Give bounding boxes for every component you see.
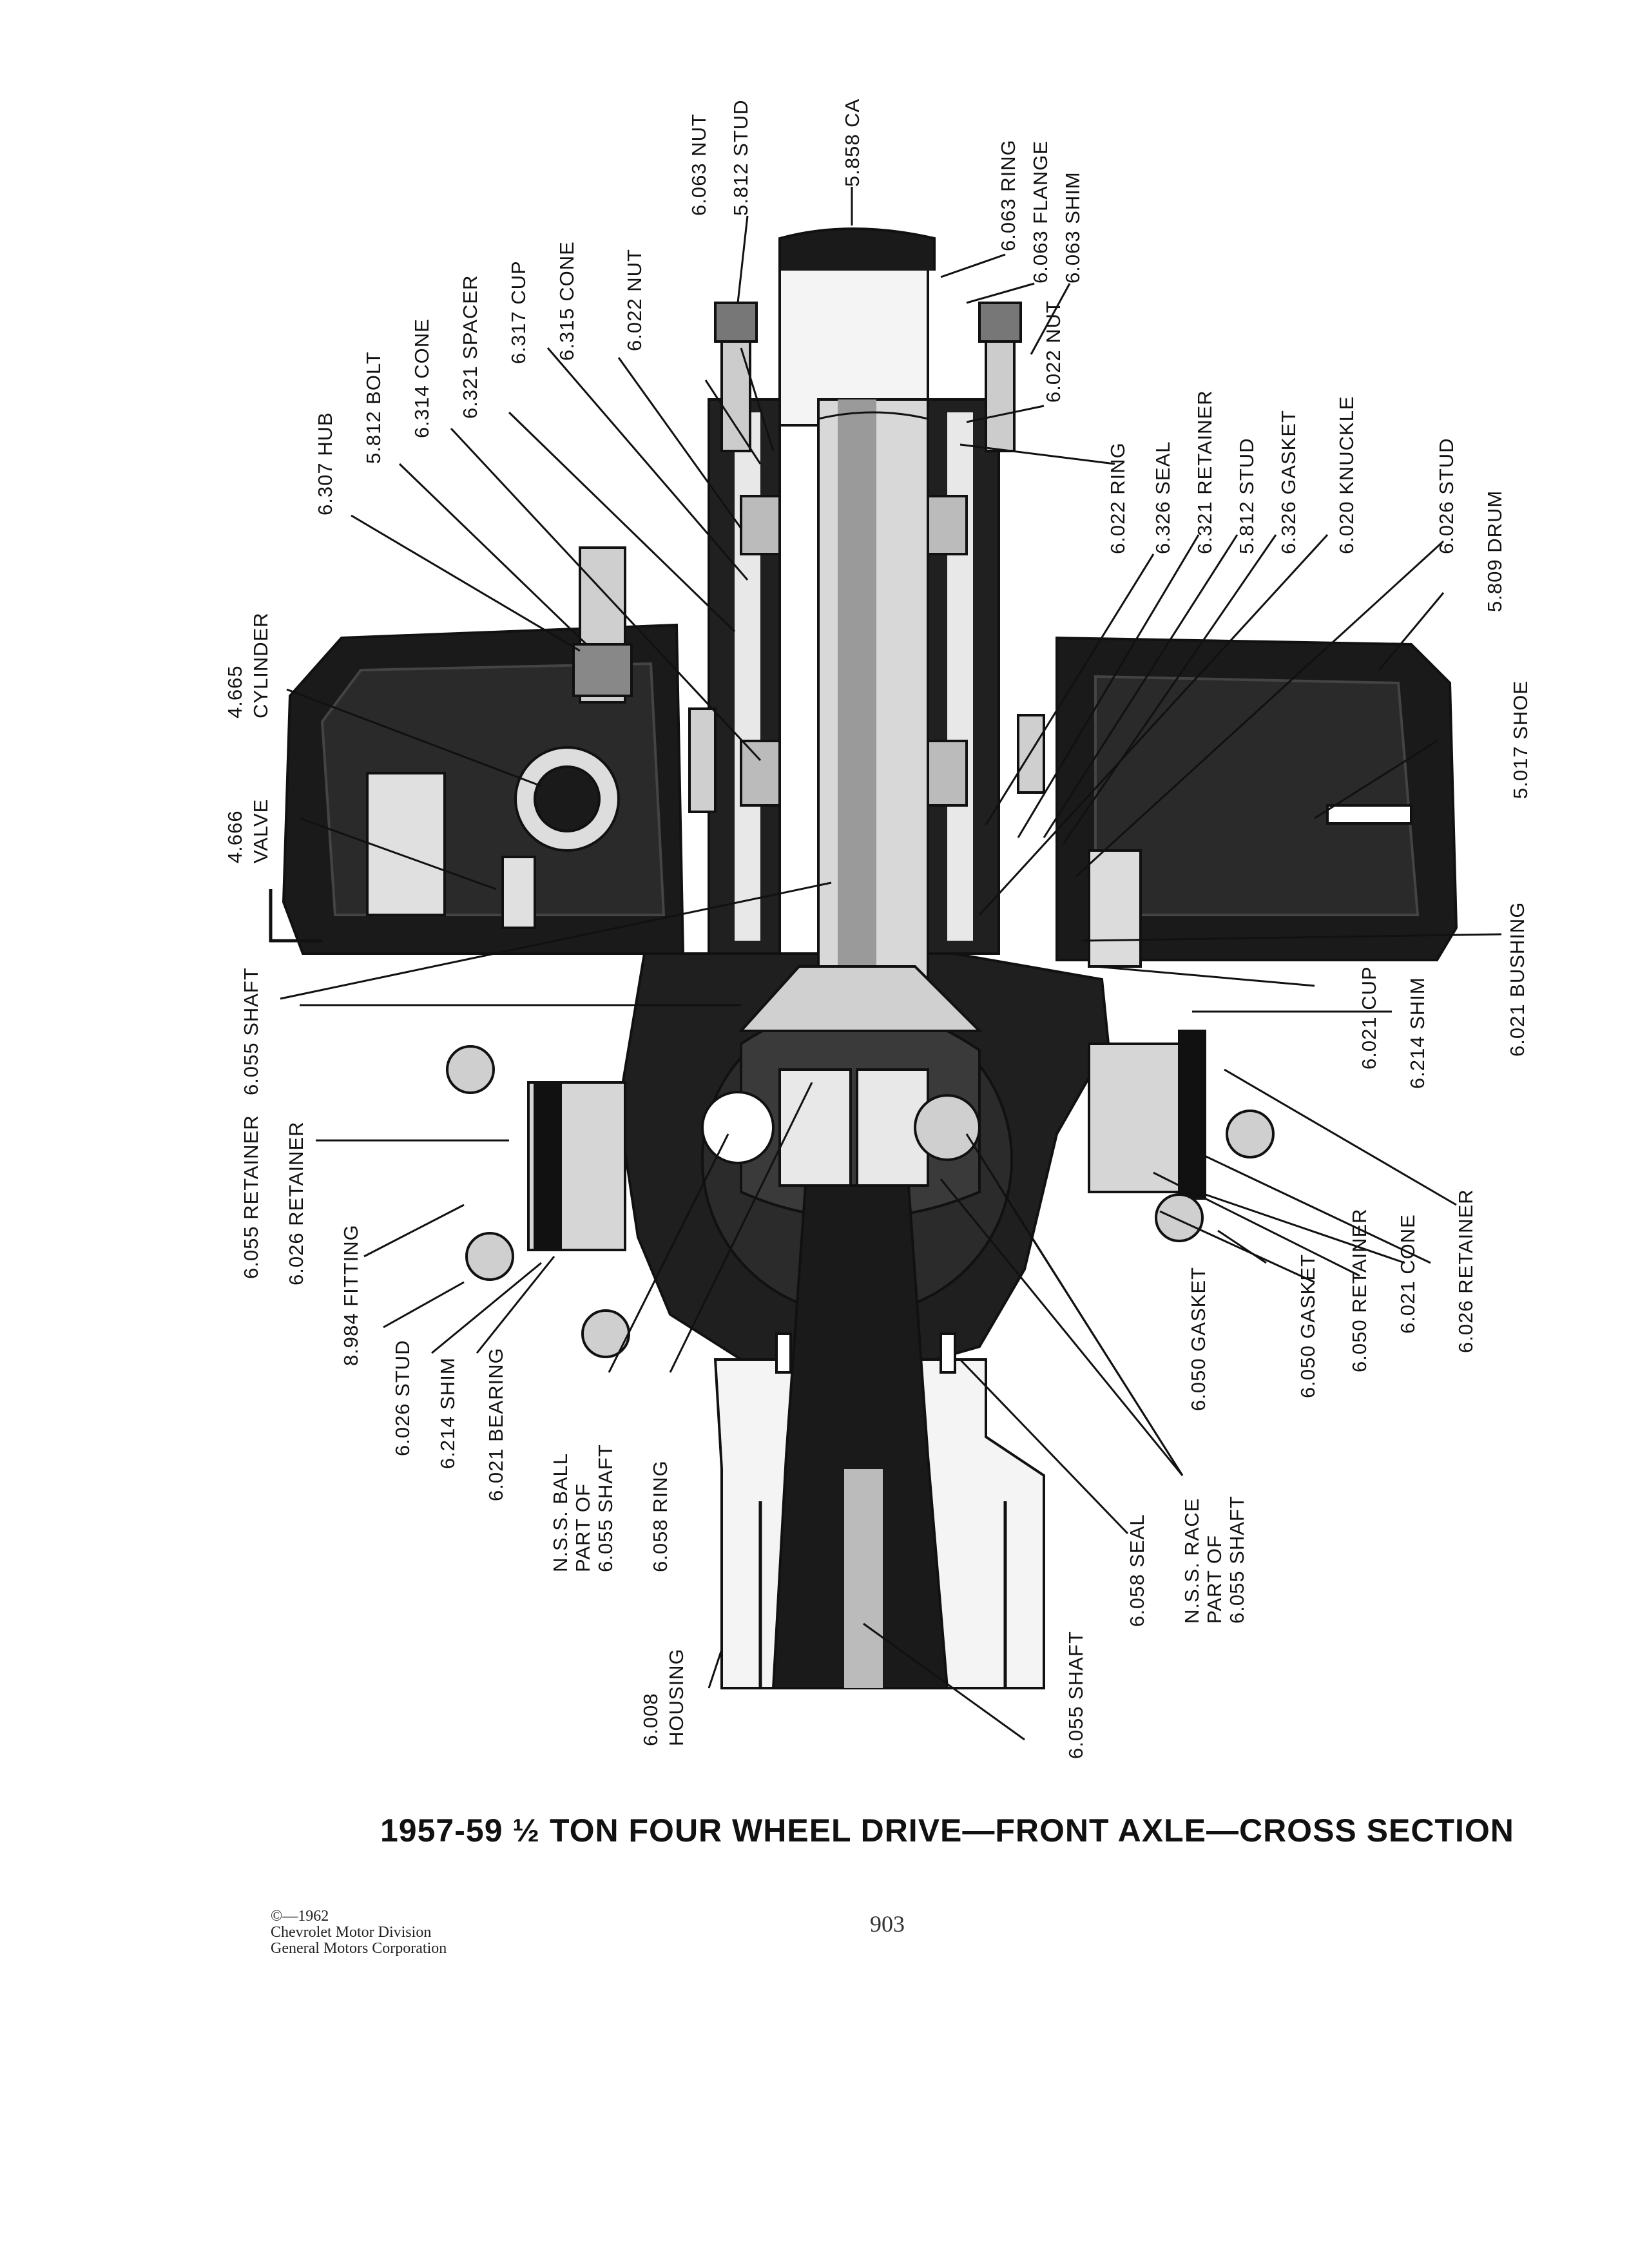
label-6055-shaft-bottom: 6.055 SHAFT [1065,1631,1087,1759]
label-nss-ball-2: PART OF [572,1483,594,1572]
label-nss-race-2: PART OF [1203,1535,1226,1624]
copyright-year: ©—1962 [271,1908,329,1925]
label-6008-number: 6.008 [639,1693,662,1746]
label-4665-number: 4.665 [224,665,246,718]
label-6063-nut: 6.063 NUT [688,113,710,216]
label-6022-nut-left: 6.022 NUT [623,249,646,351]
label-6021-bearing: 6.021 BEARING [485,1347,507,1501]
figure-caption: 1957-59 ½ TON FOUR WHEEL DRIVE—FRONT AXL… [380,1812,1514,1849]
label-5017-shoe: 5.017 SHOE [1509,680,1532,799]
label-5812-stud-right: 5.812 STUD [1235,437,1258,554]
label-6058-seal: 6.058 SEAL [1126,1514,1148,1627]
outer-bearing-right [927,495,968,555]
lower-axle-shaft [771,1184,949,1689]
label-4666-number: 4.666 [224,810,246,863]
label-5812-bolt: 5.812 BOLT [362,351,385,464]
label-6021-bushing: 6.021 BUSHING [1506,902,1528,1057]
label-5812-stud-top: 5.812 STUD [729,99,752,216]
label-6063-ring: 6.063 RING [997,139,1019,251]
label-4666-valve: VALVE [249,799,272,863]
axle-illustration [269,227,1458,1689]
label-6022-ring: 6.022 RING [1106,442,1129,554]
label-6326-gasket: 6.326 GASKET [1277,410,1300,554]
label-6314-cone: 6.314 CONE [410,318,433,438]
label-6026-retainer-right: 6.026 RETAINER [1454,1189,1477,1353]
label-6020-knuckle: 6.020 KNUCKLE [1335,396,1358,554]
label-6022-nut-right: 6.022 NUT [1042,300,1065,403]
label-6026-stud-bottom: 6.026 STUD [391,1340,414,1456]
label-6214-shim-left: 6.214 SHIM [436,1357,459,1469]
copyright-corporation: General Motors Corporation [271,1940,447,1957]
label-6055-shaft-left: 6.055 SHAFT [240,967,262,1095]
label-6050-retainer: 6.050 RETAINER [1348,1208,1371,1372]
leader-lines [280,187,1502,1741]
outer-bearing-left [740,495,781,555]
part-labels: 5.858 CA 5.812 STUD 6.063 NUT 6.022 NUT … [224,99,1532,1759]
label-5858-ca: 5.858 CA [841,99,863,187]
label-nss-ball-1: N.S.S. BALL [549,1453,572,1572]
label-6008-housing: HOUSING [665,1648,688,1746]
label-5809-drum: 5.809 DRUM [1483,490,1506,612]
label-6326-seal: 6.326 SEAL [1152,441,1174,554]
label-6321-spacer: 6.321 SPACER [459,275,481,419]
axle-seal-right [940,1332,956,1374]
copyright-division: Chevrolet Motor Division [271,1924,432,1941]
label-6063-flange: 6.063 FLANGE [1029,140,1052,284]
brake-stud-right [1088,849,1142,968]
spindle-upper [778,244,929,427]
label-6026-retainer-left: 6.026 RETAINER [285,1121,307,1285]
label-6026-stud-right: 6.026 STUD [1435,437,1458,554]
axle-seal-left [775,1332,792,1374]
brake-shoe [1326,804,1412,825]
label-6050-gasket-b: 6.050 GASKET [1296,1254,1319,1398]
label-6315-cone: 6.315 CONE [555,241,578,361]
label-nss-race-3: 6.055 SHAFT [1226,1495,1248,1624]
label-6050-gasket-a: 6.050 GASKET [1187,1267,1210,1411]
copyright-block: ©—1962 Chevrolet Motor Division General … [271,1908,447,1957]
label-6063-shim: 6.063 SHIM [1061,171,1084,284]
label-6317-cup: 6.317 CUP [507,260,530,364]
label-6321-retainer: 6.321 RETAINER [1193,390,1216,554]
label-4665-cylinder: CYLINDER [249,612,272,718]
inner-bearing-right [927,740,968,807]
label-6055-retainer: 6.055 RETAINER [240,1115,262,1279]
inner-bearing-left [740,740,781,807]
label-nss-race-1: N.S.S. RACE [1181,1498,1203,1624]
label-6058-ring: 6.058 RING [649,1460,671,1572]
label-6021-cone: 6.021 CONE [1396,1214,1419,1334]
label-6307-hub: 6.307 HUB [314,412,336,515]
page-number: 903 [870,1911,905,1937]
label-6214-shim-right: 6.214 SHIM [1406,977,1429,1089]
bearing-right [1088,1043,1187,1193]
dust-cap [778,227,936,271]
label-6021-cup: 6.021 CUP [1358,966,1380,1070]
label-nss-ball-3: 6.055 SHAFT [594,1444,617,1572]
label-8984-fitting: 8.984 FITTING [340,1224,362,1366]
universal-joint-ball [701,1091,775,1164]
